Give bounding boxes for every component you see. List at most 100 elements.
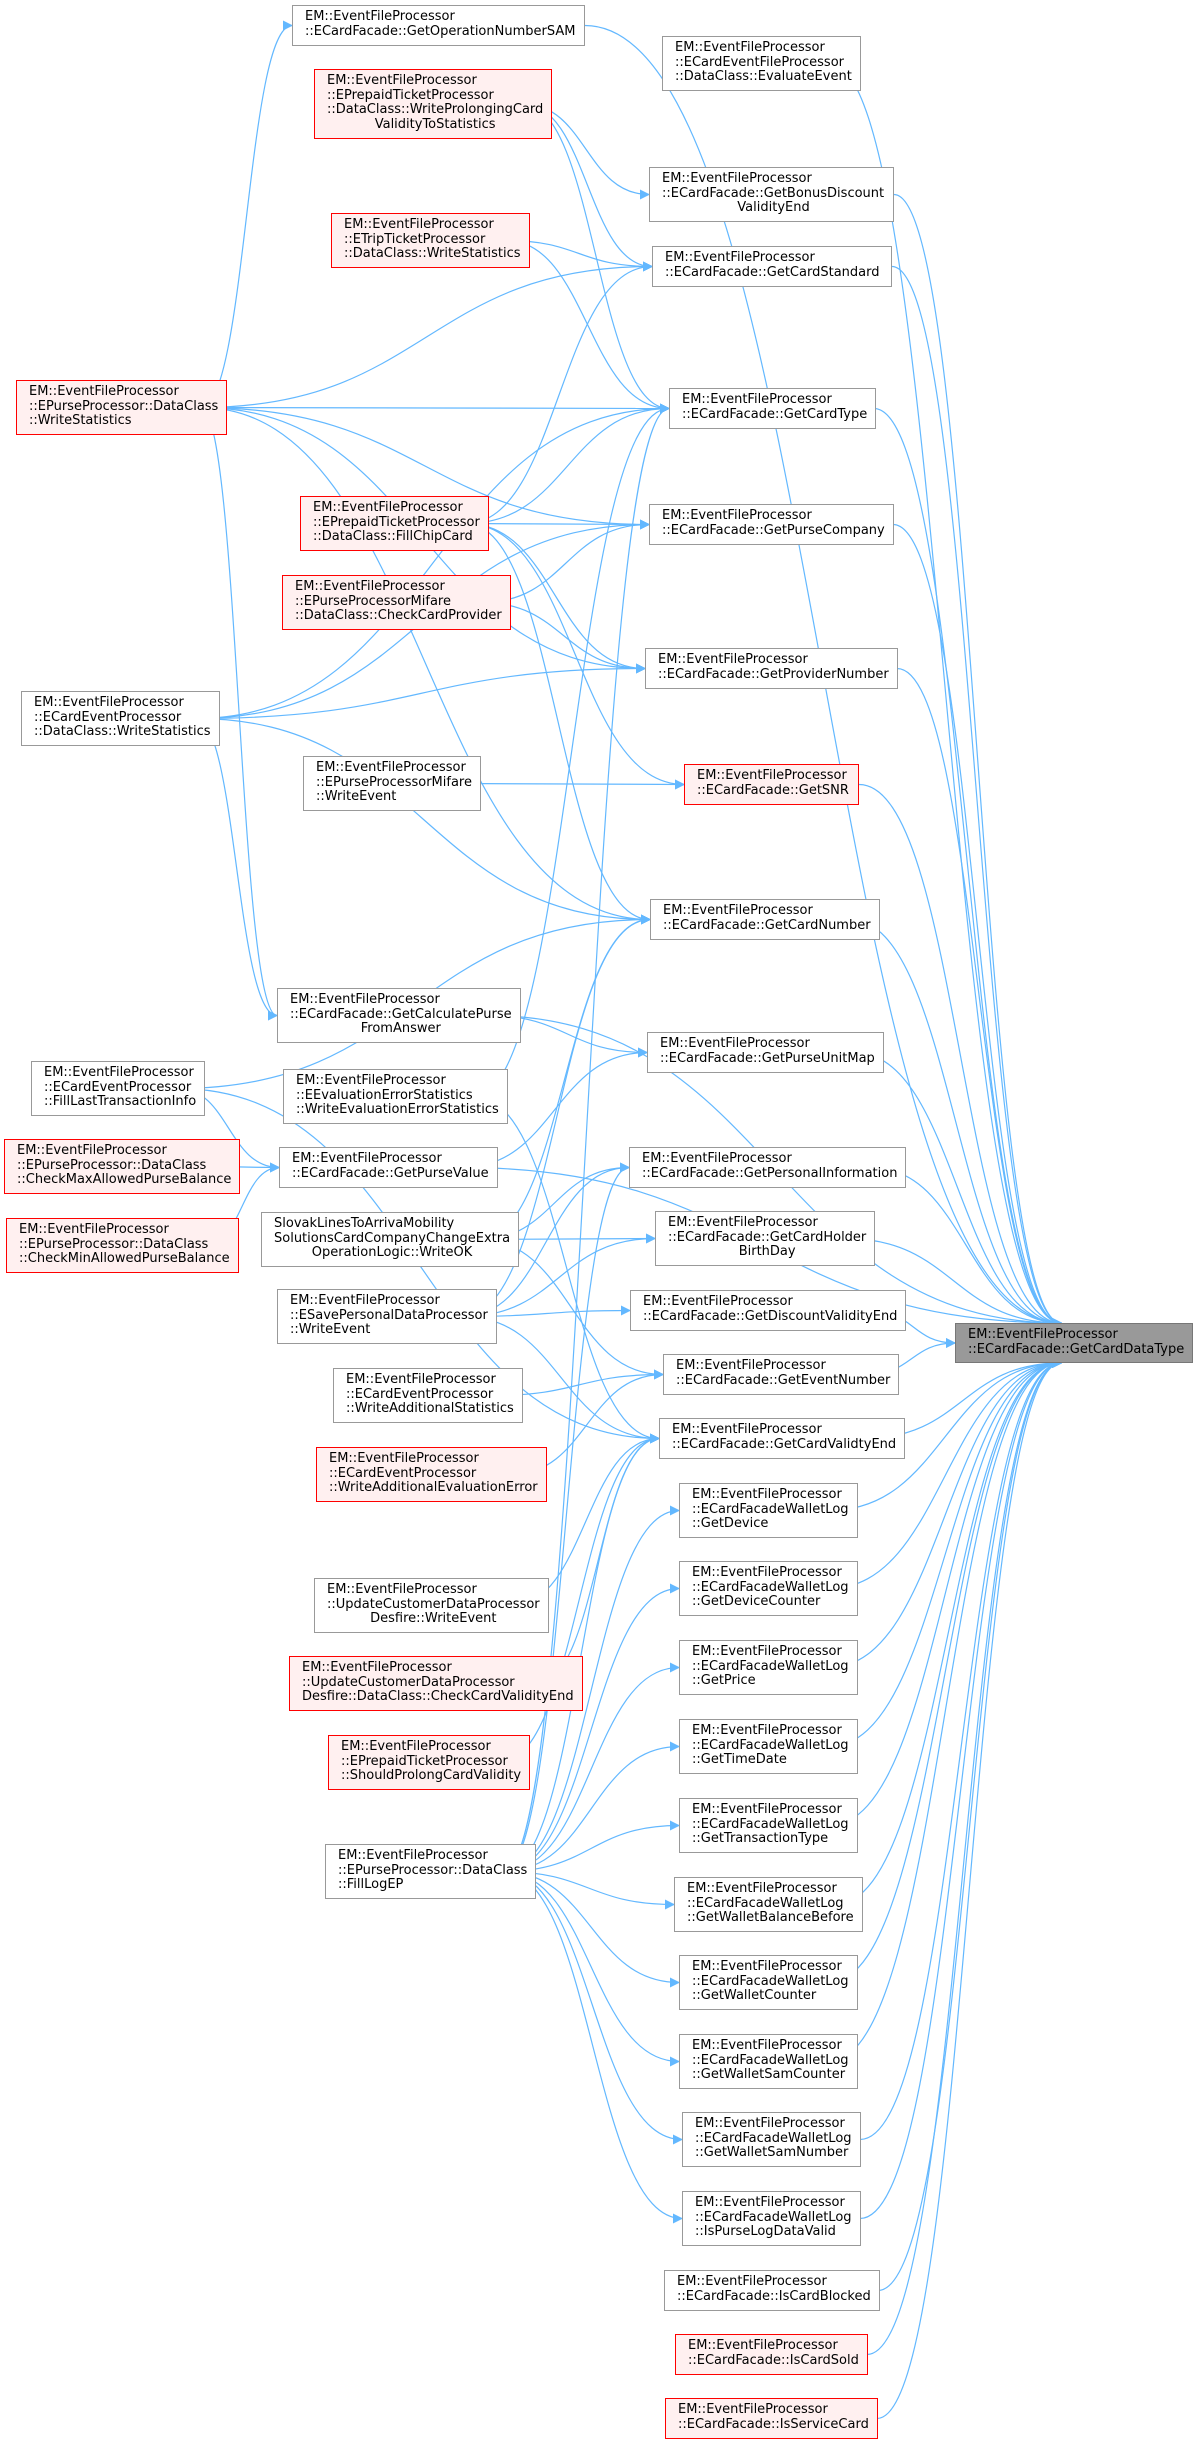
node-label-line: ::ECardFacadeWalletLog — [692, 1816, 849, 1832]
node-label-line: ::DataClass::EvaluateEvent — [675, 69, 852, 84]
call-edge — [465, 522, 685, 790]
call-edge — [200, 261, 653, 409]
node-label-line: Desfire::DataClass::CheckCardValidityEnd — [302, 1689, 574, 1704]
function-node[interactable]: EM::EventFileProcessor::ECardEventProces… — [333, 1368, 523, 1423]
node-label-line: EM::EventFileProcessor — [668, 1215, 818, 1230]
call-edge — [859, 1358, 1063, 2220]
call-edge — [877, 1358, 1063, 2292]
function-node[interactable]: EM::EventFileProcessor::ECardFacade::Get… — [630, 1290, 907, 1331]
function-node[interactable]: EM::EventFileProcessor::ECardFacade::Get… — [649, 504, 894, 545]
function-node[interactable]: EM::EventFileProcessor::ECardFacade::IsS… — [665, 2398, 878, 2439]
node-label-line: EM::EventFileProcessor — [642, 1151, 792, 1166]
root-node[interactable]: EM::EventFileProcessor::ECardFacade::Get… — [955, 1323, 1194, 1363]
function-node[interactable]: EM::EventFileProcessor::ECardFacade::Get… — [663, 1354, 900, 1395]
function-node[interactable]: EM::EventFileProcessor::ECardFacadeWalle… — [679, 1955, 858, 2010]
node-label-line: EM::EventFileProcessor — [302, 1660, 452, 1675]
function-node[interactable]: EM::EventFileProcessor::ECardFacadeWalle… — [679, 1483, 858, 1538]
function-node[interactable]: EM::EventFileProcessor::ECardFacade::Get… — [650, 899, 880, 940]
node-label-line: ::WriteAdditionalStatistics — [346, 1401, 514, 1416]
function-node[interactable]: EM::EventFileProcessor::ECardFacadeWalle… — [682, 2191, 861, 2246]
function-node[interactable]: EM::EventFileProcessor::ECardEventProces… — [31, 1061, 206, 1116]
call-edge — [462, 914, 651, 1318]
node-label-line: ::ECardFacade::GetBonusDiscount — [662, 185, 885, 201]
function-node[interactable]: EM::EventFileProcessor::ECardEventProces… — [21, 691, 220, 746]
call-edge — [853, 1051, 1063, 1328]
call-edge — [834, 1358, 1063, 1906]
function-node[interactable]: EM::EventFileProcessor::ECardFacadeWalle… — [679, 2034, 858, 2089]
function-node[interactable]: EM::EventFileProcessor::ECardFacadeWalle… — [679, 1798, 858, 1853]
node-label-line: ::ECardFacade::GetCardDataType — [968, 1341, 1185, 1357]
call-edge — [828, 1358, 1063, 1590]
call-edge — [502, 1870, 680, 2067]
function-node[interactable]: EM::EventFileProcessor::ECardFacade::IsC… — [675, 2334, 868, 2375]
function-node[interactable]: EM::EventFileProcessor::UpdateCustomerDa… — [289, 1656, 583, 1711]
node-label-line: ::ECardFacadeWalletLog — [692, 1658, 849, 1674]
call-edge — [502, 1433, 660, 1873]
call-edge — [828, 1358, 1063, 1669]
function-node[interactable]: EM::EventFileProcessor::EPrepaidTicketPr… — [314, 69, 553, 139]
node-label-line: ::GetPrice — [692, 1673, 756, 1688]
function-node[interactable]: EM::EventFileProcessor::EPurseProcessorM… — [303, 756, 481, 811]
node-label-line: EM::EventFileProcessor — [692, 1802, 842, 1817]
function-node[interactable]: EM::EventFileProcessor::ECardFacade::Get… — [647, 1032, 884, 1073]
function-node[interactable]: EM::EventFileProcessor::ECardFacade::Get… — [669, 388, 877, 429]
function-node[interactable]: EM::EventFileProcessor::ECardFacade::Get… — [684, 764, 859, 805]
function-node[interactable]: EM::EventFileProcessor::EPurseProcessorM… — [282, 575, 511, 630]
node-label-line: EM::EventFileProcessor — [692, 1565, 842, 1580]
function-node[interactable]: EM::EventFileProcessor::ECardFacade::Get… — [279, 1147, 498, 1188]
function-node[interactable]: EM::EventFileProcessor::EPurseProcessor:… — [325, 1844, 537, 1899]
call-edge — [502, 403, 670, 1873]
function-node[interactable]: EM::EventFileProcessor::ECardFacade::Get… — [645, 648, 898, 689]
function-node[interactable]: EM::EventFileProcessor::EPrepaidTicketPr… — [300, 496, 489, 551]
node-label-line: ::ECardFacade::GetSNR — [697, 782, 849, 798]
node-label-line: ::CheckMaxAllowedPurseBalance — [17, 1172, 232, 1187]
node-label-line: ::ECardFacade::GetCalculatePurse — [290, 1006, 512, 1022]
call-edge — [502, 1870, 683, 2145]
function-node[interactable]: EM::EventFileProcessor::ECardEventFilePr… — [662, 36, 861, 91]
function-node[interactable]: EM::EventFileProcessor::ECardFacadeWalle… — [682, 2112, 861, 2167]
function-node[interactable]: EM::EventFileProcessor::ECardFacade::Get… — [629, 1147, 907, 1188]
node-label-line: ::ESavePersonalDataProcessor — [290, 1307, 488, 1323]
function-node[interactable]: EM::EventFileProcessor::ECardEventProces… — [316, 1447, 547, 1502]
function-node[interactable]: EM::EventFileProcessor::EPurseProcessor:… — [16, 380, 228, 435]
node-label-line: OperationLogic::WriteOK — [311, 1245, 473, 1260]
call-edge — [465, 403, 670, 525]
function-node[interactable]: EM::EventFileProcessor::EPurseProcessor:… — [6, 1218, 239, 1273]
function-node[interactable]: EM::EventFileProcessor::ECardFacadeWalle… — [679, 1640, 858, 1695]
node-label-line: ::ECardEventFileProcessor — [675, 54, 844, 70]
call-edge — [473, 403, 670, 1098]
function-node[interactable]: EM::EventFileProcessor::ECardFacade::Get… — [652, 246, 892, 287]
call-edge — [845, 1237, 1063, 1328]
node-label-line: ::WriteEvent — [290, 1322, 371, 1337]
function-node[interactable]: EM::EventFileProcessor::ECardFacade::Get… — [659, 1418, 906, 1459]
node-label-line: EM::EventFileProcessor — [968, 1327, 1118, 1342]
node-label-line: ::EEvaluationErrorStatistics — [296, 1087, 473, 1103]
function-node[interactable]: EM::EventFileProcessor::ECardFacadeWalle… — [679, 1561, 858, 1616]
node-label-line: ::EPurseProcessor::DataClass — [29, 398, 219, 414]
node-label-line: ::ECardFacade::IsCardSold — [688, 2352, 859, 2368]
node-label-line: ::ECardFacade::GetCardStandard — [665, 264, 880, 280]
function-node[interactable]: EM::EventFileProcessor::ECardFacade::Get… — [649, 167, 894, 222]
function-node[interactable]: EM::EventFileProcessor::ECardFacade::IsC… — [664, 2270, 880, 2311]
function-node[interactable]: EM::EventFileProcessor::EEvaluationError… — [283, 1069, 508, 1124]
function-node[interactable]: EM::EventFileProcessor::ECardFacade::Get… — [292, 5, 585, 46]
function-node[interactable]: EM::EventFileProcessor::ESavePersonalDat… — [277, 1289, 497, 1344]
call-edge — [866, 1358, 1063, 2356]
function-node[interactable]: EM::EventFileProcessor::ECardFacadeWalle… — [674, 1877, 863, 1932]
function-node[interactable]: EM::EventFileProcessor::UpdateCustomerDa… — [314, 1578, 549, 1633]
function-node[interactable]: EM::EventFileProcessor::EPrepaidTicketPr… — [328, 1735, 531, 1790]
node-label-line: ::GetWalletSamCounter — [692, 2067, 846, 2082]
function-node[interactable]: EM::EventFileProcessor::EPurseProcessor:… — [4, 1139, 241, 1194]
call-edge — [195, 717, 651, 925]
function-node[interactable]: EM::EventFileProcessor::ECardFacade::Get… — [655, 1211, 876, 1266]
node-label-line: EM::EventFileProcessor — [341, 1739, 491, 1754]
function-node[interactable]: EM::EventFileProcessor::ECardFacadeWalle… — [679, 1719, 858, 1774]
node-label-line: ::ECardFacade::IsCardBlocked — [677, 2288, 871, 2304]
node-label-line: EM::EventFileProcessor — [662, 171, 812, 186]
function-node[interactable]: EM::EventFileProcessor::ETripTicketProce… — [331, 213, 530, 268]
node-label-line: EM::EventFileProcessor — [305, 9, 455, 24]
node-label-line: ::GetDeviceCounter — [692, 1594, 821, 1609]
node-label-line: EM::EventFileProcessor — [692, 1487, 842, 1502]
function-node[interactable]: EM::EventFileProcessor::ECardFacade::Get… — [277, 988, 521, 1043]
